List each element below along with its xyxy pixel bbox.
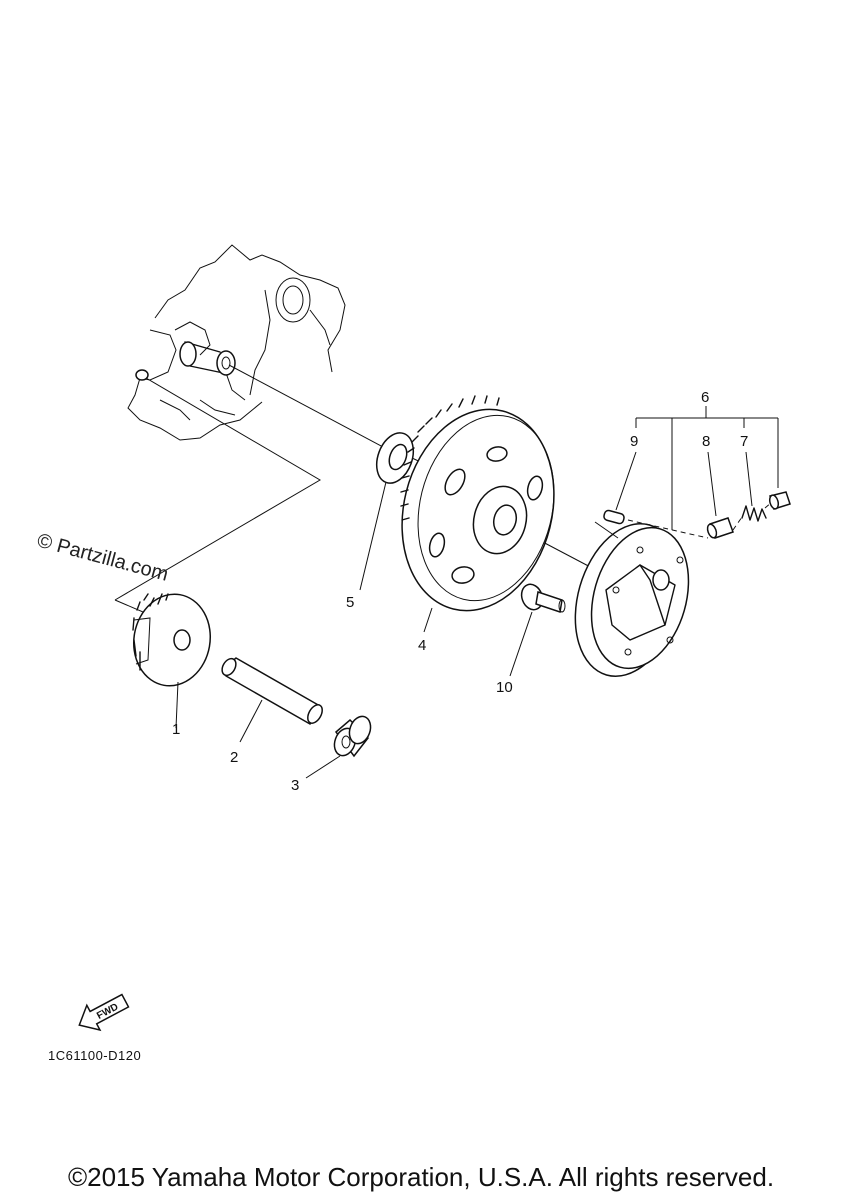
callout-7: 7 bbox=[740, 433, 748, 450]
fwd-arrow-icon: FWD bbox=[78, 993, 130, 1032]
callout-5: 5 bbox=[346, 594, 354, 611]
callout-3: 3 bbox=[291, 777, 299, 794]
callout-10: 10 bbox=[496, 679, 513, 696]
part-4-wheel-gear bbox=[400, 395, 555, 612]
part-2-shaft bbox=[221, 657, 323, 726]
callout-8: 8 bbox=[702, 433, 710, 450]
part-3-collar bbox=[333, 715, 372, 758]
callout-4: 4 bbox=[418, 637, 426, 654]
part-7-spring bbox=[741, 505, 767, 522]
diagram-code: 1C61100-D120 bbox=[48, 1048, 141, 1063]
part-10-bolt bbox=[520, 583, 566, 613]
callout-6: 6 bbox=[701, 389, 709, 406]
callout-leaders bbox=[175, 406, 779, 779]
fwd-label: FWD bbox=[95, 1002, 120, 1022]
part-5-washer bbox=[375, 432, 415, 484]
partzilla-watermark: © Partzilla.com bbox=[35, 530, 171, 586]
callout-1: 1 bbox=[172, 721, 180, 738]
engine-case-outline bbox=[127, 244, 346, 441]
callout-2: 2 bbox=[230, 749, 238, 766]
part-1-idle-gear bbox=[132, 593, 212, 687]
part-6-clutch-assembly bbox=[574, 521, 690, 677]
copyright-notice: ©2015 Yamaha Motor Corporation, U.S.A. A… bbox=[67, 1162, 775, 1192]
part-9-roller bbox=[603, 509, 625, 525]
part-6-cap bbox=[768, 491, 791, 510]
part-8-plunger bbox=[706, 517, 734, 539]
callout-9: 9 bbox=[630, 433, 638, 450]
